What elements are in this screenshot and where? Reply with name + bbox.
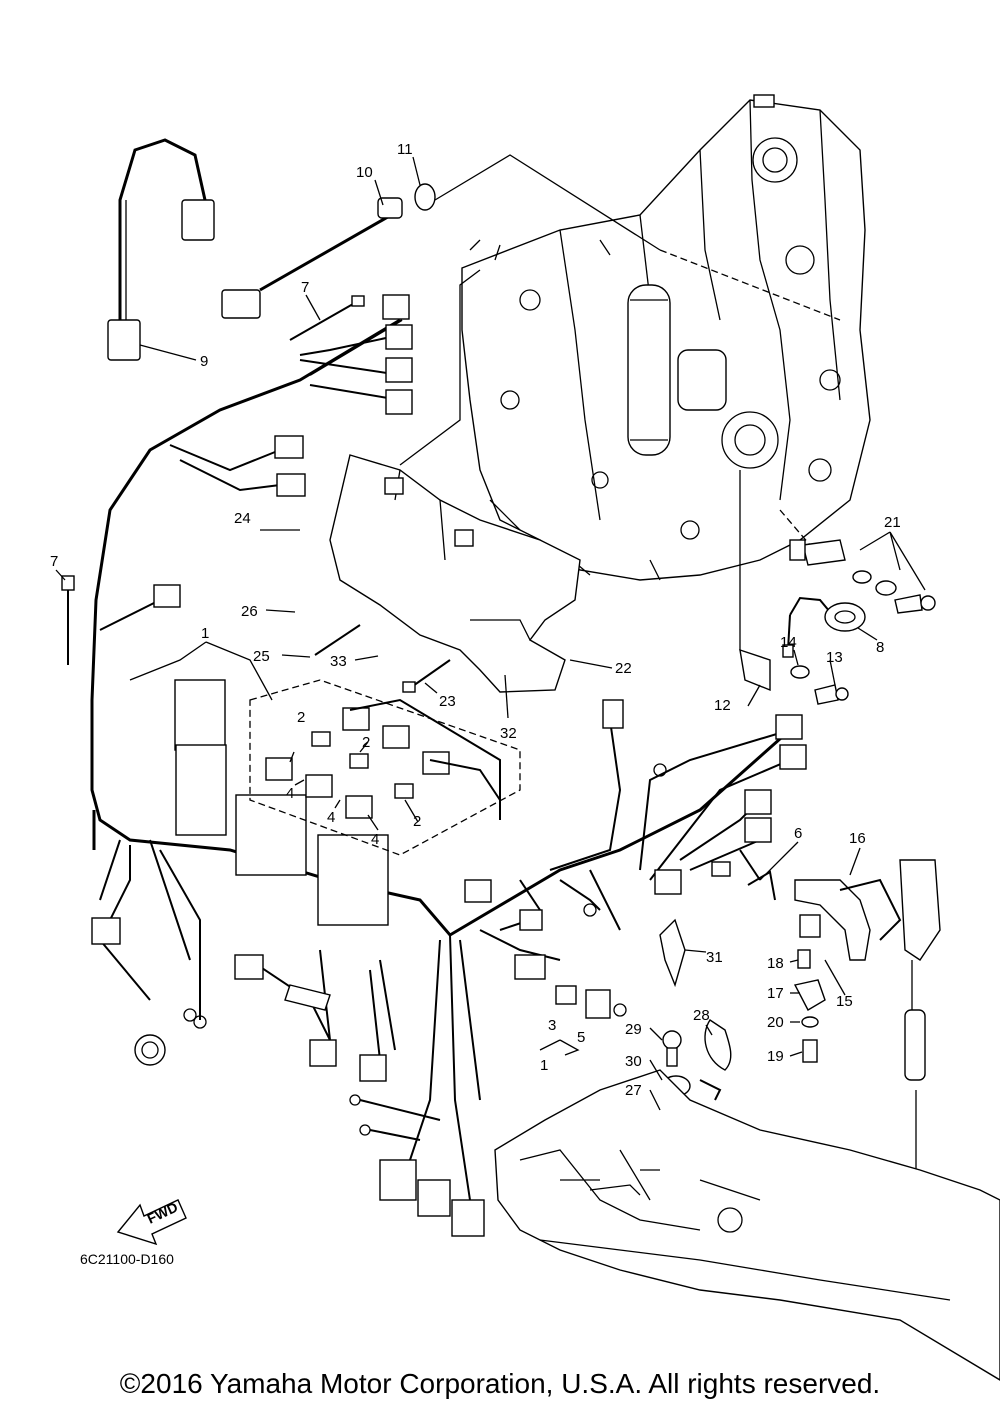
callout-3: 3 (548, 1017, 556, 1034)
sensor-21 (789, 539, 936, 614)
relay-group-box (249, 679, 521, 856)
callout-27: 27 (625, 1082, 642, 1099)
callout-23: 23 (439, 693, 456, 710)
callout-7: 7 (301, 279, 309, 296)
callout-2: 2 (362, 734, 370, 751)
cable-10 (221, 183, 436, 319)
callout-33: 33 (330, 653, 347, 670)
callout-7-left: 7 (50, 553, 58, 570)
callout-11: 11 (397, 141, 413, 158)
callout-19: 19 (767, 1048, 784, 1065)
callout-14: 14 (780, 634, 797, 651)
callout-20: 20 (767, 1014, 784, 1031)
sensor-tube (899, 859, 941, 1081)
callout-13: 13 (826, 649, 843, 666)
callout-18: 18 (767, 955, 784, 972)
callout-12: 12 (714, 697, 731, 714)
cover-22 (329, 454, 581, 693)
connectors (91, 294, 807, 1237)
callout-labels: 1 1 2 2 2 3 4 4 4 5 6 7 7 8 9 10 11 12 1… (50, 141, 901, 1099)
callout-2: 2 (413, 813, 421, 830)
callout-10: 10 (356, 164, 373, 181)
cable-9 (107, 138, 215, 361)
parts-15-20 (659, 849, 902, 1063)
callout-24: 24 (234, 510, 251, 527)
callout-4: 4 (286, 785, 294, 802)
callout-29: 29 (625, 1021, 642, 1038)
callout-8: 8 (876, 639, 884, 656)
callout-25: 25 (253, 648, 270, 665)
callout-21: 21 (884, 514, 901, 531)
callout-30: 30 (625, 1053, 642, 1070)
callout-6: 6 (794, 825, 802, 842)
fwd-arrow: FWD (116, 1199, 187, 1246)
clip-28 (699, 1019, 732, 1101)
main-harness (90, 318, 791, 1201)
callout-1-lower: 1 (540, 1057, 548, 1074)
bottom-cowl (494, 1069, 1000, 1381)
callout-16: 16 (849, 830, 866, 847)
copyright-notice: ©2016 Yamaha Motor Corporation, U.S.A. A… (119, 1368, 881, 1399)
grommet-8 (782, 596, 866, 658)
callout-26: 26 (241, 603, 258, 620)
callout-4: 4 (371, 831, 379, 848)
callout-31: 31 (706, 949, 723, 966)
callout-32: 32 (500, 725, 517, 742)
bracket-12 (739, 648, 849, 705)
callout-2: 2 (297, 709, 305, 726)
callout-9: 9 (200, 353, 208, 370)
callout-28: 28 (693, 1007, 710, 1024)
callout-15: 15 (836, 993, 853, 1010)
callout-4: 4 (327, 809, 335, 826)
engine-block (461, 94, 871, 581)
diagram-code: 6C21100-D160 (80, 1251, 174, 1267)
leader-lines (55, 156, 926, 1111)
callout-17: 17 (767, 985, 784, 1002)
callout-1: 1 (201, 625, 209, 642)
callout-22: 22 (615, 660, 632, 677)
callout-5: 5 (577, 1029, 585, 1046)
